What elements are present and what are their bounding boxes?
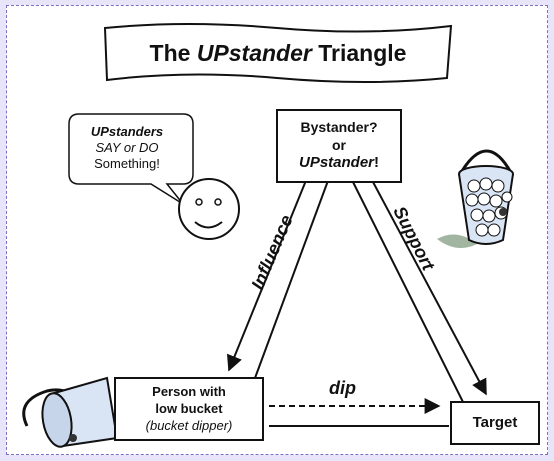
bystander-line-1: Bystander?: [300, 119, 378, 135]
bubble-line-3: Something!: [94, 156, 160, 171]
bubble-line-2: SAY or DO: [95, 140, 159, 155]
diagram-canvas: The UPstander Triangle UPstanders SAY or…: [6, 5, 548, 455]
title-emphasis: UPstander: [196, 39, 312, 66]
speech-bubble-text: UPstanders SAY or DO Something!: [69, 124, 185, 172]
bucket-dipper-label: Person with low bucket (bucket dipper): [115, 383, 263, 434]
bystander-line-2: or: [332, 137, 346, 153]
bystander-label: Bystander? or UPstander!: [277, 118, 401, 172]
left-triangle-side: [254, 177, 330, 379]
bucket-dipper-line-3: (bucket dipper): [145, 418, 233, 433]
target-box: [450, 401, 540, 445]
right-triangle-side: [352, 181, 464, 403]
smiley-face-icon: [178, 178, 240, 240]
support-arrow: [372, 181, 487, 396]
title-prefix: The: [149, 39, 197, 66]
bubble-line-1: UPstanders: [90, 124, 164, 139]
speech-bubble: [68, 113, 194, 205]
title-suffix: Triangle: [311, 39, 407, 66]
target-label: Target: [472, 414, 518, 431]
bucket-dipper-box: [114, 377, 264, 441]
diagram-title: The UPstander Triangle: [107, 30, 449, 76]
tipped-bucket-icon: [22, 376, 119, 448]
dip-label: dip: [329, 378, 356, 398]
influence-arrow: [227, 177, 308, 372]
bystander-suffix: !: [374, 154, 380, 171]
bucket-dipper-line-1: Person with: [152, 384, 226, 399]
full-bucket-icon: [437, 149, 514, 248]
bystander-box: [276, 109, 402, 183]
bucket-dipper-line-2: low bucket: [155, 401, 223, 416]
title-banner: [103, 23, 453, 83]
bystander-emphasis: UPstander: [298, 154, 375, 171]
